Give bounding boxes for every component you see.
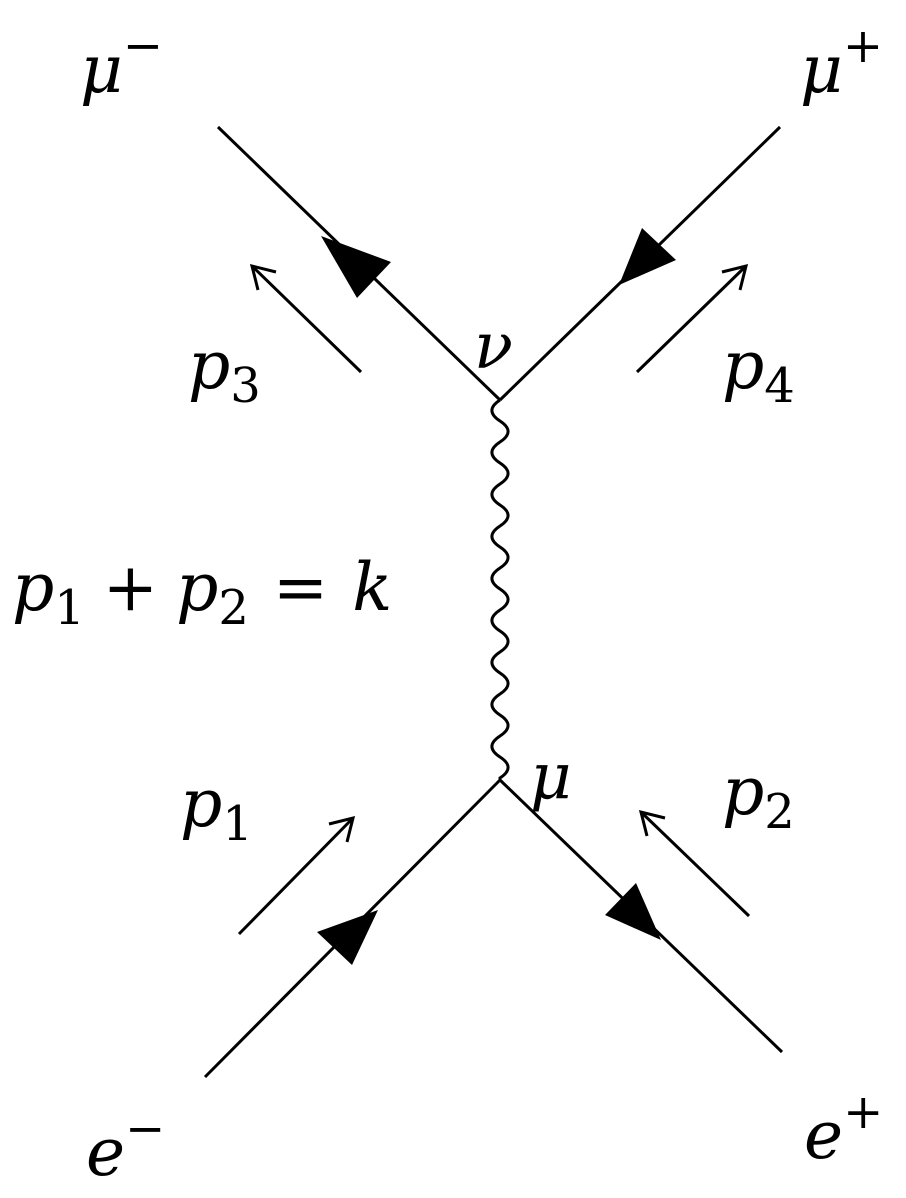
p4-index: 4 [764,358,795,414]
mu-plus-charge: + [843,18,883,74]
p1-momentum-arrow [237,815,356,936]
p4-momentum-arrow [635,263,749,374]
equals-operator: = [273,549,328,626]
p3-symbol: p [188,327,230,404]
e-plus-charge: + [843,1084,883,1140]
p2-index: 2 [764,784,795,840]
e-plus-arrowhead [605,883,661,940]
bottom-vertex-label: μ [530,740,572,814]
p1-symbol: p [180,765,222,842]
e-plus-symbol: e [804,1097,843,1174]
mu-minus-charge: − [123,18,163,74]
prop-p1-index: 1 [54,580,85,636]
mu-minus-symbol: μ [80,31,123,108]
mu-minus-arrowhead [321,236,391,298]
plus-operator: + [103,549,158,626]
photon-propagator [490,398,510,780]
e-minus-charge: − [125,1101,165,1157]
p2-symbol: p [722,753,764,830]
p1-index: 1 [222,796,253,852]
p3-label: p3 [188,327,261,414]
propagator-momentum-label: p1+p2=k [12,549,392,636]
p4-label: p4 [722,327,795,414]
p3-index: 3 [230,358,261,414]
e-minus-arrowhead [317,910,378,965]
p1-label: p1 [180,765,253,852]
p2-momentum-arrow [638,809,751,918]
k-symbol: k [352,549,392,626]
mu-plus-label: μ+ [800,18,883,108]
prop-p2-symbol: p [176,549,218,626]
p3-momentum-arrow [249,263,363,374]
mu-plus-symbol: μ [800,31,843,108]
p2-label: p2 [722,753,795,840]
mu-minus-label: μ− [80,18,163,108]
e-plus-label: e+ [804,1084,883,1174]
prop-p1-symbol: p [12,549,54,626]
e-minus-label: e− [86,1101,165,1191]
prop-p2-index: 2 [218,580,249,636]
e-minus-symbol: e [86,1114,125,1191]
top-vertex-label: ν [474,310,513,384]
mu-plus-arrowhead [619,228,676,285]
p4-symbol: p [722,327,764,404]
